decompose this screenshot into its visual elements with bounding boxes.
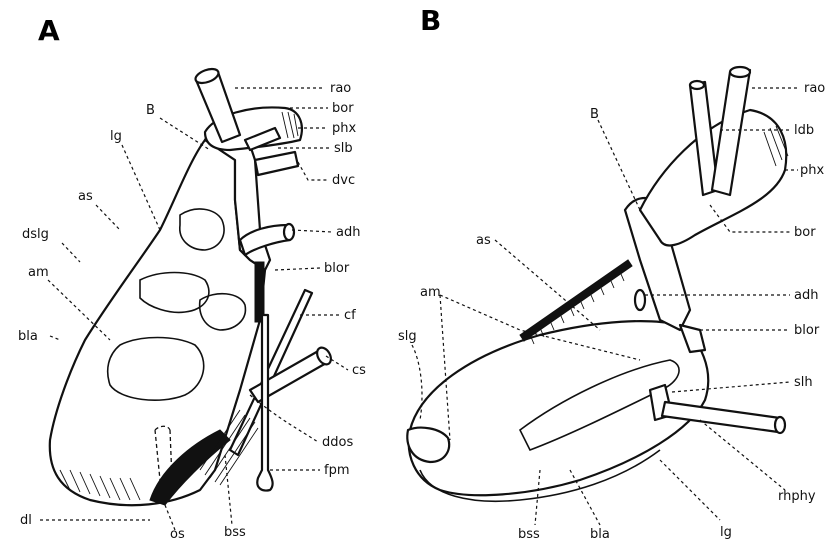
panel-a-label-fpm: fpm	[324, 463, 350, 478]
panel-a: A	[18, 14, 366, 542]
panel-b-label-rhphy: rhphy	[778, 489, 816, 504]
panel-a-label-bla: bla	[18, 329, 38, 344]
panel-a-label-b: B	[146, 103, 155, 118]
panel-a-label-bor: bor	[332, 101, 354, 116]
panel-b-rao-opening-1	[690, 81, 704, 89]
panel-a-adh-opening	[284, 224, 294, 240]
panel-b-label-slg: slg	[398, 329, 417, 344]
panel-b: B	[398, 4, 825, 542]
panel-b-label-phx: phx	[800, 163, 824, 178]
panel-b-title: B	[420, 4, 441, 37]
panel-a-title: A	[38, 14, 60, 47]
panel-b-rhphy-opening	[775, 417, 785, 433]
panel-b-adh	[635, 290, 645, 310]
panel-a-label-bss: bss	[224, 525, 246, 540]
panel-a-label-cf: cf	[344, 308, 356, 323]
panel-b-label-ldb: ldb	[794, 123, 814, 138]
panel-a-label-am: am	[28, 265, 49, 280]
panel-a-label-adh: adh	[336, 225, 360, 240]
panel-a-dvc	[255, 152, 298, 175]
panel-b-label-adh: adh	[794, 288, 818, 303]
panel-b-label-blor: blor	[794, 323, 820, 338]
panel-b-label-bor: bor	[794, 225, 816, 240]
panel-a-label-dl: dl	[20, 513, 32, 528]
panel-a-label-rao: rao	[330, 81, 351, 96]
panel-a-label-os: os	[170, 527, 185, 542]
panel-a-label-phx: phx	[332, 121, 356, 136]
panel-a-label-as: as	[78, 189, 93, 204]
panel-a-label-slb: slb	[334, 141, 353, 156]
panel-b-label-am: am	[420, 285, 441, 300]
panel-b-label-bss: bss	[518, 527, 540, 542]
panel-a-blor	[255, 262, 264, 322]
panel-b-label-b: B	[590, 107, 599, 122]
panel-b-rao-opening-2	[730, 67, 750, 77]
panel-b-label-rao: rao	[804, 81, 825, 96]
panel-b-label-bla: bla	[590, 527, 610, 542]
panel-a-label-dslg: dslg	[22, 227, 49, 242]
panel-a-label-ddos: ddos	[322, 435, 353, 450]
panel-a-label-cs: cs	[352, 363, 366, 378]
panel-b-label-lg: lg	[720, 525, 732, 540]
panel-b-label-slh: slh	[794, 375, 813, 390]
panel-a-label-dvc: dvc	[332, 173, 355, 188]
panel-a-label-blor: blor	[324, 261, 350, 276]
panel-a-label-lg: lg	[110, 129, 122, 144]
panel-b-label-as: as	[476, 233, 491, 248]
